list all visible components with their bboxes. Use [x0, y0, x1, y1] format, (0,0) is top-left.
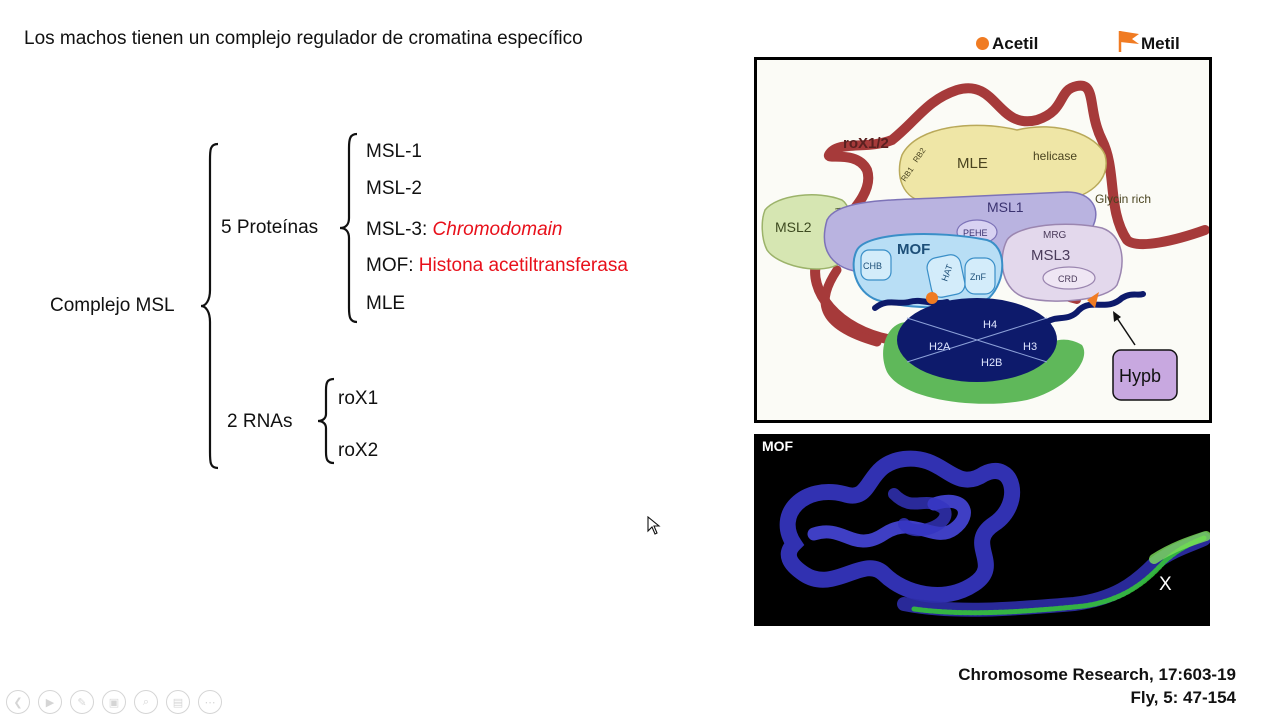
protein-item-msl1: MSL-1	[366, 141, 422, 162]
mrg-label: MRG	[1043, 230, 1067, 241]
crd-label: CRD	[1058, 274, 1078, 284]
mle-label: MLE	[957, 155, 988, 172]
methyl-flag-icon	[1118, 31, 1139, 52]
methyl-mark-icon	[1087, 292, 1099, 308]
msl-complex-diagram: roX1/2 MLE helicase RB2 RB1 Glycin rich …	[754, 57, 1212, 423]
back-icon[interactable]: ❮	[6, 690, 30, 714]
hypb-label: Hypb	[1119, 366, 1161, 386]
h3-label: H3	[1023, 341, 1037, 353]
pen-icon[interactable]: ✎	[70, 690, 94, 714]
acetyl-mark-icon	[926, 292, 938, 304]
protein-item-msl2: MSL-2	[366, 178, 422, 199]
protein-item-mof: MOF: Histona acetiltransferasa	[366, 255, 628, 276]
reference-2: Fly, 5: 47-154	[1130, 688, 1236, 707]
msl2-label: MSL2	[775, 219, 812, 235]
h2b-label: H2B	[981, 357, 1002, 369]
zoom-icon[interactable]: ⌕	[134, 690, 158, 714]
slides-icon[interactable]: ▣	[102, 690, 126, 714]
legend-methyl: Metil	[1117, 29, 1180, 54]
rnas-brace	[317, 377, 335, 465]
msl-complex-svg: roX1/2 MLE helicase RB2 RB1 Glycin rich …	[761, 80, 1209, 404]
proteins-brace	[339, 132, 358, 324]
helicase-label: helicase	[1033, 149, 1077, 163]
references: Chromosome Research, 17:603-19 Fly, 5: 4…	[958, 663, 1236, 709]
micrograph-label: MOF	[762, 438, 794, 454]
more-icon[interactable]: ⋯	[198, 690, 222, 714]
msl3-detail: Chromodomain	[432, 219, 563, 240]
mouse-cursor-icon	[647, 516, 661, 535]
protein-item-mle: MLE	[366, 293, 406, 314]
pehe-label: PEHE	[963, 228, 988, 238]
legend-acetyl: Acetil	[976, 34, 1038, 54]
protein-item-msl3: MSL-3: Chromodomain	[366, 219, 563, 240]
proteins-label: 5 Proteínas	[221, 217, 319, 238]
rox-label: roX1/2	[843, 135, 889, 152]
x-chromosome-label: X	[1159, 574, 1172, 595]
rna-item-rox2: roX2	[338, 440, 379, 461]
micrograph-svg: MOF X	[762, 438, 1210, 617]
mof-micrograph: MOF X	[754, 434, 1210, 626]
msl3-label: MSL3	[1031, 247, 1070, 264]
h2a-label: H2A	[929, 341, 951, 353]
chb-label: CHB	[863, 261, 882, 271]
root-brace	[200, 142, 219, 470]
znf-label: ZnF	[970, 272, 987, 282]
presentation-toolbar: ❮ ▶ ✎ ▣ ⌕ ▤ ⋯	[6, 690, 222, 714]
rna-item-rox1: roX1	[338, 388, 379, 409]
reference-1: Chromosome Research, 17:603-19	[958, 665, 1236, 684]
msl1-label: MSL1	[987, 199, 1024, 215]
play-icon[interactable]: ▶	[38, 690, 62, 714]
mof-detail: Histona acetiltransferasa	[418, 255, 628, 276]
mof-diagram-label: MOF	[897, 241, 930, 258]
acetyl-dot-icon	[976, 37, 989, 50]
rnas-label: 2 RNAs	[227, 411, 293, 432]
glycin-label: Glycin rich	[1095, 192, 1151, 206]
slide-title: Los machos tienen un complejo regulador …	[24, 28, 583, 49]
h4-label: H4	[983, 319, 997, 331]
root-label: Complejo MSL	[50, 295, 175, 316]
subtitle-icon[interactable]: ▤	[166, 690, 190, 714]
